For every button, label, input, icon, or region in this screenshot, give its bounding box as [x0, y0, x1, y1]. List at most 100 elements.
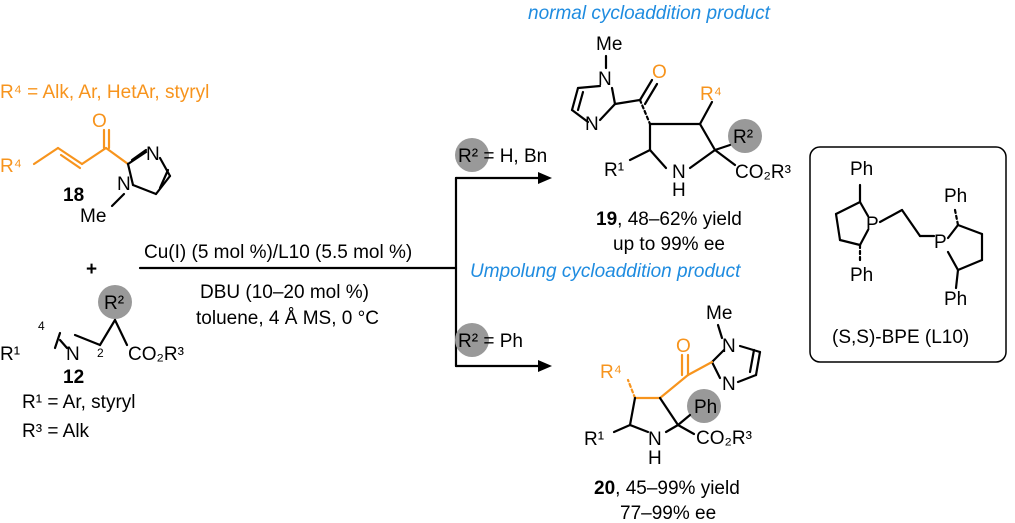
- ligand-name: (S,S)-BPE (L10): [832, 327, 969, 348]
- bond: [638, 98, 652, 126]
- r2-label-12: R²: [104, 293, 124, 314]
- bond: [946, 250, 960, 272]
- nh-h-label-19: H: [672, 180, 686, 201]
- bond: [113, 318, 129, 347]
- product-20: Umpolung cycloaddition product Me N N O …: [470, 261, 762, 523]
- bond: [576, 84, 602, 90]
- bond: [710, 348, 726, 364]
- bond: [900, 208, 922, 238]
- compound-number-20: 20: [594, 478, 615, 499]
- bond: [126, 150, 148, 166]
- imine-n-label: N: [66, 344, 80, 365]
- top-arrowhead: [538, 172, 552, 184]
- ester-label-20: CO₂R³: [696, 428, 752, 449]
- bond: [834, 200, 862, 216]
- yield-text-19: , 48–62% yield: [617, 209, 742, 230]
- bond: [748, 348, 756, 374]
- n-methyl-label-20: N: [722, 336, 736, 357]
- ph-label-20: Ph: [694, 397, 717, 418]
- ester-label-19: CO₂R³: [735, 162, 791, 183]
- bottom-arrowhead: [538, 360, 552, 372]
- bond: [676, 423, 696, 436]
- branch-bottom-condition: R² = Ph: [458, 331, 523, 352]
- r2-highlight-circle: [98, 285, 132, 319]
- bond: [576, 90, 585, 112]
- ligand-frame: [809, 146, 1007, 363]
- bond: [158, 156, 172, 178]
- bond: [154, 174, 172, 196]
- ee-20: 77–99% ee: [620, 503, 716, 523]
- bond: [58, 338, 69, 350]
- bond: [658, 396, 680, 427]
- ester-label-12: CO₂R³: [128, 344, 184, 365]
- r4-label-19: R⁴: [700, 84, 722, 105]
- r2-circle-top: [455, 138, 489, 172]
- r2-circle-19: [728, 119, 762, 153]
- methyl-label-19: Me: [596, 34, 622, 55]
- bond: [56, 146, 84, 166]
- nh-n-label-20: N: [648, 429, 662, 450]
- bond: [956, 223, 984, 236]
- bond: [610, 86, 617, 106]
- ph-bottom-right: Ph: [944, 289, 967, 310]
- bond: [713, 148, 737, 167]
- bond: [688, 148, 717, 170]
- carbon-4-label: 4: [38, 319, 45, 333]
- compound-number-12: 12: [63, 367, 84, 388]
- methyl-label: Me: [80, 206, 106, 227]
- oxygen-label: O: [92, 111, 107, 132]
- bond: [628, 148, 652, 162]
- bond: [754, 350, 762, 377]
- bond: [73, 333, 102, 347]
- bond: [946, 223, 960, 240]
- reactant-12: R² R¹ N CO₂R³ 4 2 12 R¹ = Ar, styryl R³ …: [0, 285, 184, 442]
- ph-bottom-left: Ph: [850, 265, 873, 286]
- bond: [628, 396, 637, 427]
- bond: [53, 331, 62, 350]
- bond: [570, 86, 580, 112]
- bond: [738, 344, 762, 354]
- n-methyl-label-19: N: [598, 69, 612, 90]
- bond: [834, 212, 842, 242]
- conditions-solvent: toluene, 4 Å MS, 0 °C: [196, 308, 379, 329]
- ph-top-left: Ph: [850, 159, 873, 180]
- bond: [664, 423, 680, 434]
- bond: [158, 168, 170, 190]
- r1-label-20: R¹: [584, 429, 604, 450]
- oxygen-label-19: O: [652, 62, 667, 83]
- bond: [686, 360, 714, 377]
- bond: [638, 78, 654, 102]
- ligand-box: Ph P Ph P Ph Ph (S,S)-BPE (L10): [809, 146, 1007, 363]
- r4-label-20: R⁴: [600, 362, 622, 383]
- yield-20: 20, 45–99% yield: [594, 478, 740, 499]
- bond: [858, 200, 870, 218]
- bond: [613, 98, 642, 106]
- bond: [98, 318, 117, 347]
- bond: [954, 268, 960, 290]
- bond: [676, 413, 692, 427]
- bond: [878, 208, 904, 224]
- r2-circle-bottom: [455, 323, 489, 357]
- bond: [716, 323, 724, 340]
- bond: [658, 373, 690, 400]
- bond: [953, 208, 960, 227]
- compound-number-19: 19: [596, 209, 617, 230]
- bond: [110, 192, 126, 208]
- compound-number-18: 18: [63, 185, 84, 206]
- ph-circle-20: [687, 389, 721, 423]
- umpolung-product-heading: Umpolung cycloaddition product: [470, 261, 741, 282]
- bond: [32, 146, 60, 166]
- imidazole-n-label: N: [146, 144, 160, 165]
- normal-product-heading: normal cycloaddition product: [528, 3, 771, 24]
- reactant-18: R⁴ = Alk, Ar, HetAr, styryl O R⁴ N N Me …: [0, 82, 209, 227]
- carbon-2-label: 2: [97, 346, 104, 360]
- bond: [838, 238, 862, 247]
- bond: [710, 360, 722, 380]
- r3-definition: R³ = Alk: [22, 421, 90, 442]
- bond: [698, 122, 717, 152]
- bond: [612, 423, 632, 434]
- r2-label-19: R²: [733, 127, 753, 148]
- product-19: normal cycloaddition product Me N N O R⁴…: [528, 3, 791, 255]
- r4-label-18: R⁴: [0, 156, 22, 177]
